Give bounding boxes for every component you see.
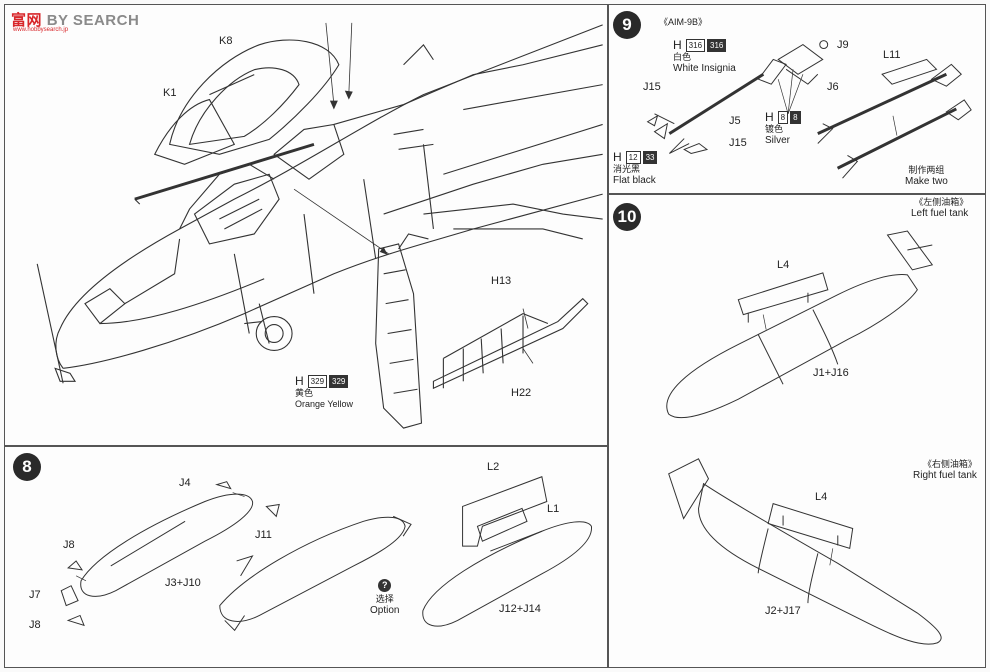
option-icon: ?: [378, 579, 392, 592]
part-label-j2-j17: J2+J17: [765, 605, 801, 617]
part-label-j5: J5: [729, 115, 741, 127]
left-tank-caption: 《左侧油箱》 Left fuel tank: [911, 197, 969, 219]
part-label-l1: L1: [547, 503, 560, 515]
main-assembly-panel: 富网 BY SEARCH www.hobbysearch.jp K8 K1 H1…: [4, 4, 608, 446]
part-label-l4-left: L4: [777, 259, 790, 271]
step-10-panel: 10 《左侧油箱》 Left fuel tank L4 J1+J16 《右侧油箱…: [608, 194, 986, 668]
part-label-l11: L11: [883, 49, 901, 61]
step-number-9: 9: [613, 11, 641, 39]
aim9b-title: 《AIM-9B》: [659, 17, 708, 27]
step-number-10: 10: [613, 203, 641, 231]
part-label-j7: J7: [29, 589, 41, 601]
part-label-j6: J6: [827, 81, 839, 93]
part-label-j3-j10: J3+J10: [165, 577, 201, 589]
part-label-j15-bottom: J15: [729, 137, 747, 149]
part-label-l2: L2: [487, 461, 500, 473]
step-number-8: 8: [13, 453, 41, 481]
step-8-panel: 8 J4 J11 J8 J7 J8 J3+J10 L2 L1 J12+J14 ?…: [4, 446, 608, 668]
part-label-j15-top: J15: [643, 81, 661, 93]
part-label-j8-top: J8: [63, 539, 75, 551]
part-label-j8-bottom: J8: [29, 619, 41, 631]
part-label-k1: K1: [163, 87, 177, 99]
pods-drawing: [60, 476, 592, 632]
part-label-j9: J9: [837, 39, 849, 51]
fuel-tanks-drawing: [666, 230, 942, 645]
part-label-j12-j14: J12+J14: [499, 603, 541, 615]
part-label-l4-right: L4: [815, 491, 828, 503]
part-label-h22: H22: [511, 387, 532, 399]
watermark-logo: 富网 BY SEARCH: [11, 12, 140, 29]
option-note: ? 选择 Option: [370, 579, 400, 616]
part-label-h13: H13: [491, 275, 512, 287]
part-label-j11: J11: [255, 529, 272, 541]
right-tank-caption: 《右侧油箱》 Right fuel tank: [913, 459, 977, 481]
aim9b-drawing: [646, 40, 972, 179]
make-two-note: 制作两组 Make two: [905, 165, 948, 187]
part-label-j1-j16: J1+J16: [813, 367, 849, 379]
watermark-url: www.hobbysearch.jp: [13, 27, 69, 33]
part-label-k8: K8: [219, 35, 233, 47]
fuselage-drawing: [36, 22, 603, 429]
part-label-j4: J4: [179, 477, 191, 489]
